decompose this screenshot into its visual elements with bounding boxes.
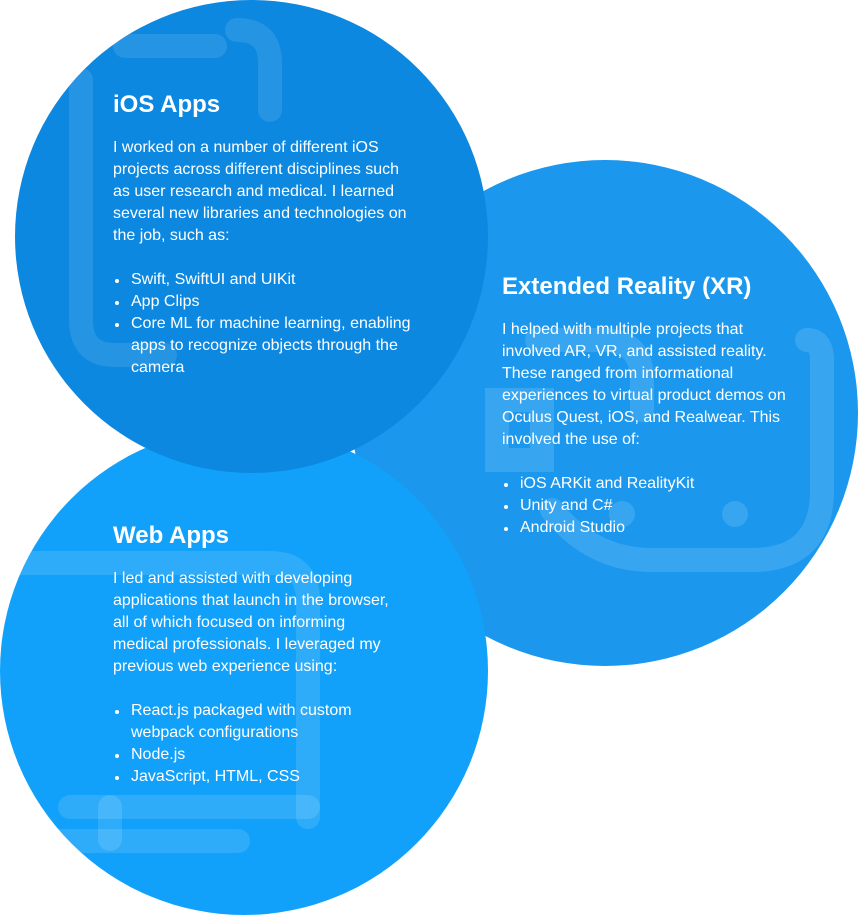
list-item: App Clips	[115, 291, 413, 313]
web-apps-list: React.js packaged with custom webpack co…	[113, 700, 403, 788]
list-item: React.js packaged with custom webpack co…	[115, 700, 403, 744]
xr-description: I helped with multiple projects that inv…	[502, 321, 786, 448]
ios-apps-card: iOS Apps I worked on a number of differe…	[113, 90, 413, 379]
ios-apps-title: iOS Apps	[113, 91, 221, 118]
list-item: Swift, SwiftUI and UIKit	[115, 269, 413, 291]
list-item: iOS ARKit and RealityKit	[504, 473, 802, 495]
list-item: Unity and C#	[504, 495, 802, 517]
ios-apps-list: Swift, SwiftUI and UIKit App Clips Core …	[113, 269, 413, 379]
xr-list: iOS ARKit and RealityKit Unity and C# An…	[502, 473, 802, 539]
xr-title: Extended Reality (XR)	[502, 273, 752, 300]
list-item: Android Studio	[504, 517, 802, 539]
list-item: JavaScript, HTML, CSS	[115, 766, 403, 788]
list-item: Core ML for machine learning, enabling a…	[115, 313, 413, 379]
web-apps-card: Web Apps I led and assisted with develop…	[113, 521, 403, 788]
ios-apps-description: I worked on a number of different iOS pr…	[113, 139, 407, 244]
list-item: Node.js	[115, 744, 403, 766]
web-apps-description: I led and assisted with developing appli…	[113, 570, 389, 675]
xr-card: Extended Reality (XR) I helped with mult…	[502, 272, 802, 539]
web-apps-title: Web Apps	[113, 522, 230, 549]
